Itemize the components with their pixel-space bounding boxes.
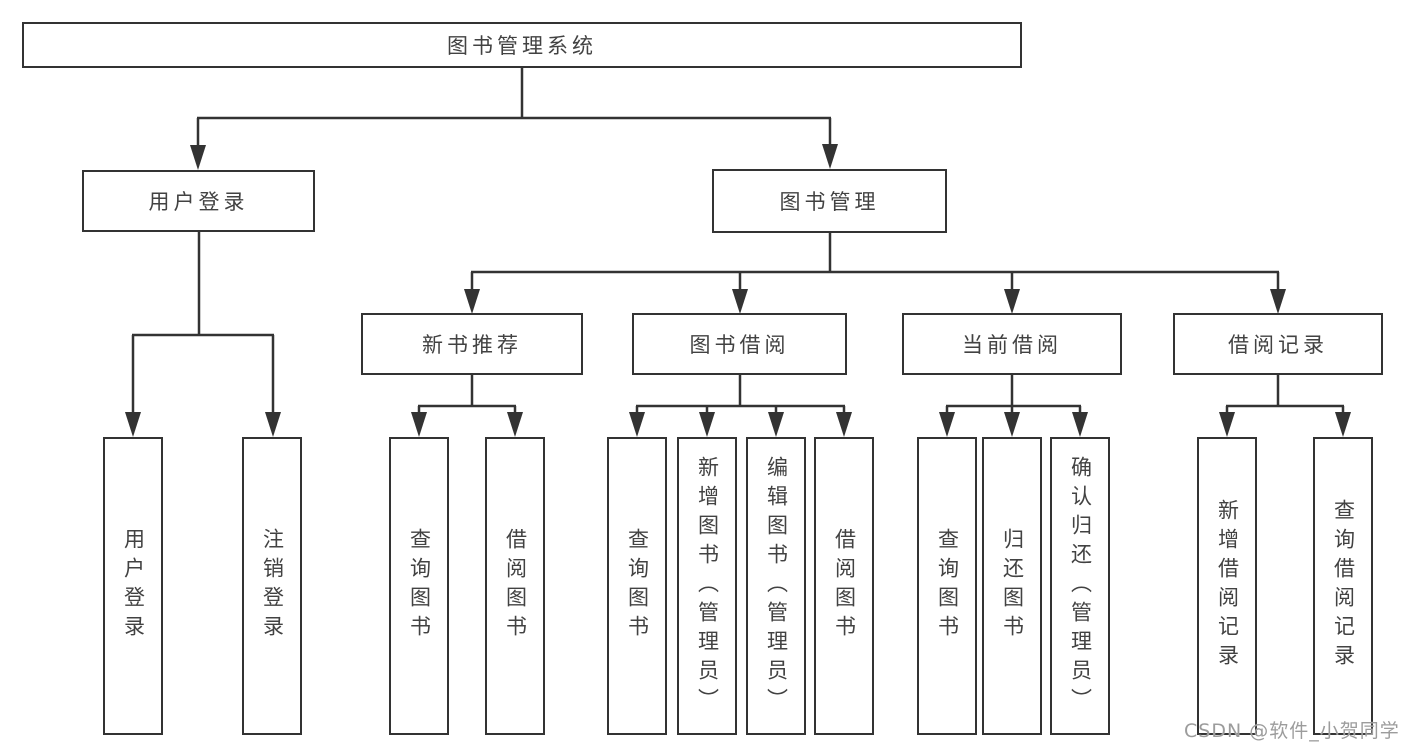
leaf-user-login: 用户登录	[103, 437, 163, 735]
node-root-label: 图书管理系统	[447, 34, 597, 58]
leaf-return-books-label: 归还图书	[1000, 528, 1025, 644]
node-current-borrow: 当前借阅	[902, 313, 1122, 375]
node-root-system: 图书管理系统	[22, 22, 1022, 68]
leaf-query-borrow-record: 查询借阅记录	[1313, 437, 1373, 735]
connector-root-to-level2	[190, 67, 838, 170]
leaf-query-borrow-record-label: 查询借阅记录	[1331, 499, 1356, 673]
leaf-query-books-3-label: 查询图书	[935, 528, 960, 644]
node-book-management-label: 图书管理	[779, 190, 880, 214]
leaf-borrow-books-1-label: 借阅图书	[503, 528, 528, 644]
node-new-book-recommend: 新书推荐	[361, 313, 583, 375]
leaf-add-books-admin-label: 新增图书（管理员）	[695, 455, 720, 717]
csdn-watermark: CSDN @软件_小贺同学	[1184, 720, 1400, 742]
connector-book-mgmt-to-level3	[464, 233, 1286, 314]
leaf-borrow-books-2: 借阅图书	[814, 437, 874, 735]
node-book-borrow-label: 图书借阅	[689, 333, 790, 357]
node-current-borrow-label: 当前借阅	[962, 333, 1062, 357]
connector-user-login-to-leaves	[125, 232, 281, 437]
leaf-add-books-admin: 新增图书（管理员）	[677, 437, 737, 735]
leaf-confirm-return-admin: 确认归还（管理员）	[1050, 437, 1110, 735]
leaf-add-borrow-record-label: 新增借阅记录	[1215, 499, 1240, 673]
leaf-query-books-1-label: 查询图书	[407, 528, 432, 644]
node-user-login: 用户登录	[82, 170, 315, 232]
node-user-login-label: 用户登录	[148, 190, 249, 214]
leaf-confirm-return-admin-label: 确认归还（管理员）	[1068, 455, 1093, 717]
leaf-query-books-3: 查询图书	[917, 437, 977, 735]
leaf-return-books: 归还图书	[982, 437, 1042, 735]
node-borrow-records-label: 借阅记录	[1228, 333, 1328, 357]
leaf-user-login-label: 用户登录	[121, 528, 146, 644]
node-book-management: 图书管理	[712, 169, 947, 233]
leaf-query-books-2-label: 查询图书	[625, 528, 650, 644]
node-borrow-records: 借阅记录	[1173, 313, 1383, 375]
node-book-borrow: 图书借阅	[632, 313, 847, 375]
node-new-book-recommend-label: 新书推荐	[422, 333, 522, 357]
leaf-edit-books-admin-label: 编辑图书（管理员）	[764, 455, 789, 717]
leaf-logout-label: 注销登录	[260, 528, 285, 644]
leaf-edit-books-admin: 编辑图书（管理员）	[746, 437, 806, 735]
leaf-query-books-2: 查询图书	[607, 437, 667, 735]
connector-level3-to-leaves	[411, 374, 1351, 437]
leaf-query-books-1: 查询图书	[389, 437, 449, 735]
leaf-borrow-books-1: 借阅图书	[485, 437, 545, 735]
leaf-borrow-books-2-label: 借阅图书	[832, 528, 857, 644]
leaf-add-borrow-record: 新增借阅记录	[1197, 437, 1257, 735]
leaf-logout: 注销登录	[242, 437, 302, 735]
